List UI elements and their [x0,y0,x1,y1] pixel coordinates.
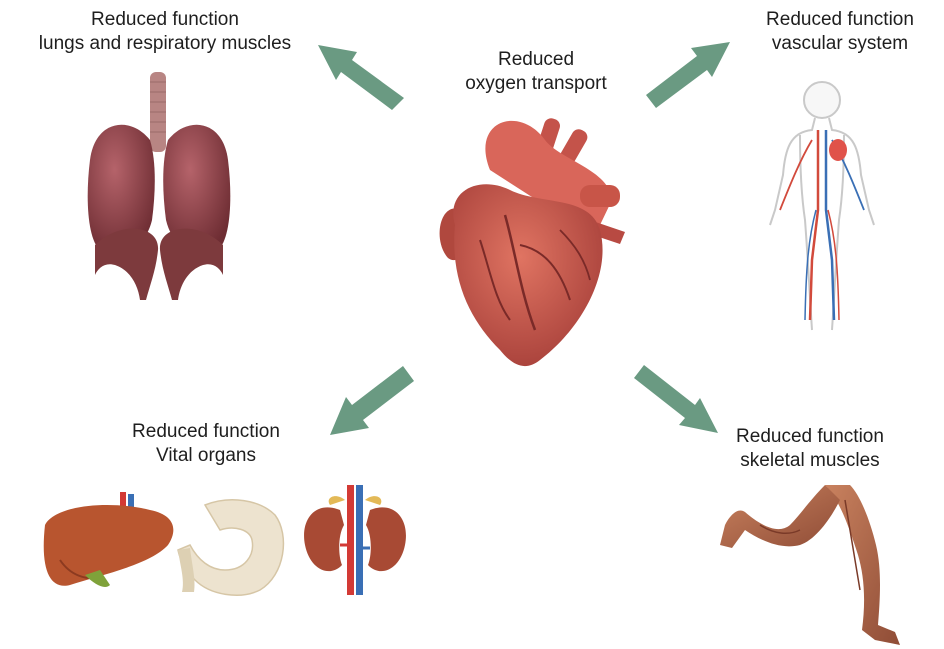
vital-organs-label: Reduced function Vital organs [108,420,304,468]
vascular-body-illustration [770,82,874,330]
center-label-line2: oxygen transport [448,72,624,96]
lungs-illustration [88,72,231,300]
arrow-to-vital-organs [330,366,414,435]
vital-organs-label-line1: Reduced function [108,420,304,444]
lungs-label-line1: Reduced function [20,8,310,32]
vascular-label: Reduced function vascular system [742,8,938,56]
arrow-to-lungs [318,45,404,110]
center-label: Reduced oxygen transport [448,48,624,96]
center-label-line1: Reduced [448,48,624,72]
lungs-label: Reduced function lungs and respiratory m… [20,8,310,56]
kidneys-illustration [304,485,406,595]
skeletal-muscles-label-line1: Reduced function [712,425,908,449]
arrow-to-vascular [646,42,730,108]
skeletal-muscles-label-line2: skeletal muscles [712,449,908,473]
heart-illustration [440,117,625,367]
liver-illustration [44,492,174,587]
running-leg-muscles-illustration [720,485,900,645]
arrow-to-skeletal-muscles [634,365,718,433]
lungs-label-line2: lungs and respiratory muscles [20,32,310,56]
vascular-label-line2: vascular system [742,32,938,56]
vascular-label-line1: Reduced function [742,8,938,32]
stomach-illustration [178,500,283,595]
vital-organs-label-line2: Vital organs [108,444,304,468]
skeletal-muscles-label: Reduced function skeletal muscles [712,425,908,473]
